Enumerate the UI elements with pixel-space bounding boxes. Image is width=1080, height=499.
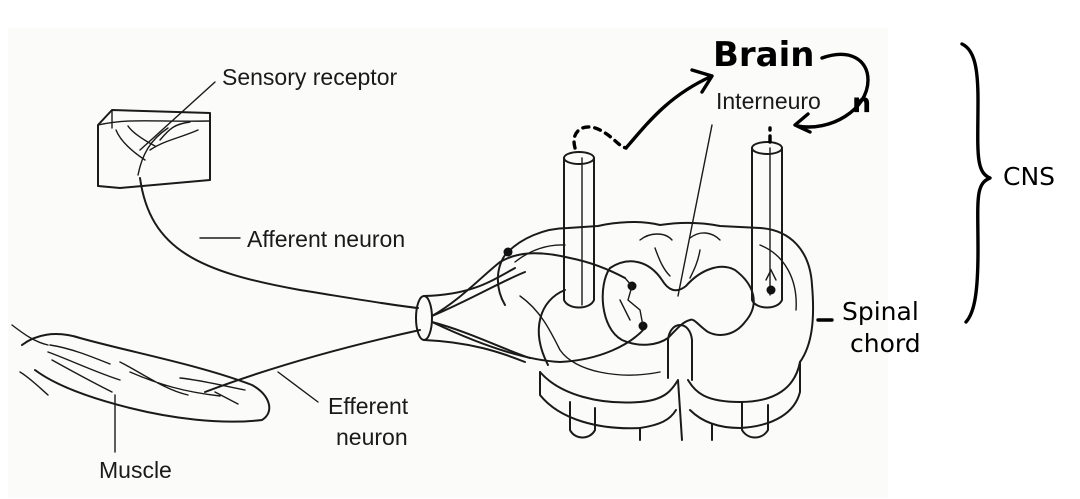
label-efferent-line1: Efferent <box>328 393 409 419</box>
label-afferent-neuron: Afferent neuron <box>247 226 405 252</box>
label-interneuron: Interneuro <box>716 88 821 114</box>
label-efferent-line2: neuron <box>336 424 408 450</box>
cns-brace <box>960 42 992 324</box>
sensory-receptor-skin <box>97 109 211 189</box>
ganglion-cell-body <box>503 247 513 257</box>
handwritten-cns: CNS <box>1003 162 1055 191</box>
interneuron-connection <box>619 277 644 327</box>
afferent-fibre <box>139 177 419 309</box>
label-muscle: Muscle <box>99 457 172 483</box>
handwritten-spinal-line1: Spinal <box>842 297 919 326</box>
arrow-from-brain <box>793 52 870 134</box>
handwritten-brain: Brain <box>713 35 815 75</box>
descending-tract-column <box>751 141 783 309</box>
handwritten-interneuron-n: n <box>852 88 871 119</box>
dorsal-root <box>431 252 626 317</box>
label-sensory-receptor: Sensory receptor <box>222 64 397 90</box>
handwritten-spinal-line2: chord <box>850 329 921 358</box>
efferent-fibre <box>204 329 421 393</box>
dashed-link-left <box>572 125 628 150</box>
interneuron-pointer <box>677 124 713 297</box>
ventral-root-inner <box>538 289 566 366</box>
ascending-tract-column <box>563 151 595 309</box>
sensory-receptor-pointer <box>139 81 216 151</box>
efferent-pointer <box>277 371 319 403</box>
arrow-to-brain <box>624 68 714 150</box>
muscle <box>11 324 271 423</box>
ventral-root <box>431 321 646 363</box>
